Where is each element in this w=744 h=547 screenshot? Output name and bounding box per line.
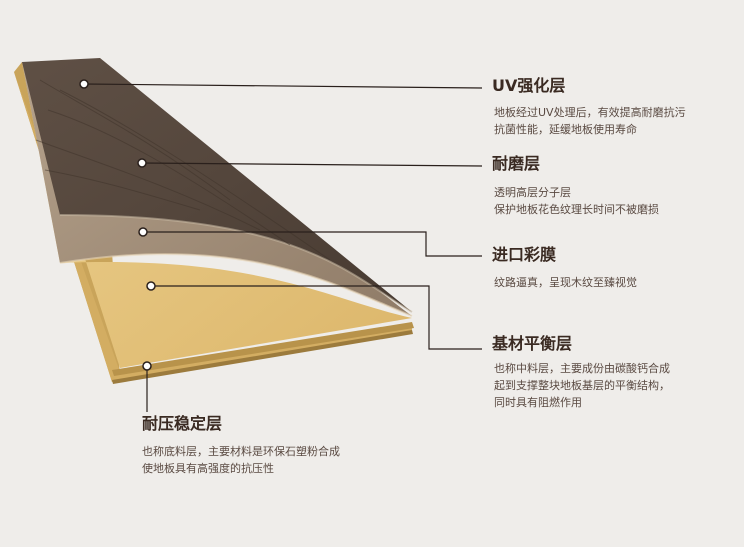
uv-layer-title: UV强化层 xyxy=(492,76,565,96)
marker-uv xyxy=(80,80,88,88)
film-layer-title: 进口彩膜 xyxy=(492,245,556,265)
base-layer-title: 基材平衡层 xyxy=(492,334,572,354)
pressure-layer-title: 耐压稳定层 xyxy=(142,414,222,434)
film-layer-desc: 纹路逼真，呈现木纹至臻视觉 xyxy=(494,274,637,291)
marker-pressure xyxy=(143,362,151,370)
leader-uv xyxy=(84,84,482,88)
wear-layer-title: 耐磨层 xyxy=(492,154,540,174)
wear-layer-desc: 透明高层分子层 保护地板花色纹理长时间不被磨损 xyxy=(494,184,659,218)
marker-wear xyxy=(138,159,146,167)
base-layer-desc: 也称中料层，主要成份由碳酸钙合成 起到支撑整块地板基层的平衡结构， 同时具有阻燃… xyxy=(494,360,670,411)
uv-layer-desc: 地板经过UV处理后，有效提高耐磨抗污 抗菌性能，延缓地板使用寿命 xyxy=(494,104,686,138)
pressure-layer-desc: 也称底料层，主要材料是环保石塑粉合成 使地板具有高强度的抗压性 xyxy=(142,443,340,477)
marker-base xyxy=(147,282,155,290)
marker-film xyxy=(139,228,147,236)
